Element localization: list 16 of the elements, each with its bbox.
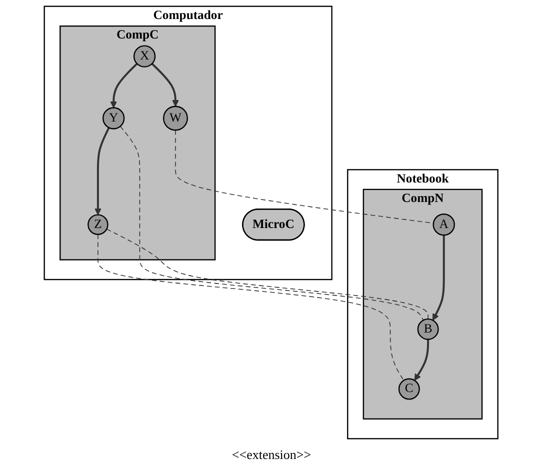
- connector: [98, 234, 405, 381]
- node-circle: B: [418, 318, 440, 340]
- node-circle: Y: [102, 107, 126, 130]
- arrow: [414, 339, 430, 381]
- node-circle: X: [134, 45, 156, 68]
- node-circle: A: [433, 214, 456, 236]
- connector: [106, 228, 429, 320]
- connector: [120, 126, 424, 321]
- arrow: [432, 235, 446, 321]
- node-circle: Z: [88, 214, 109, 235]
- arrow: [152, 62, 180, 107]
- stereotype-label: <<extension>>: [230, 446, 312, 464]
- node-circle: C: [398, 378, 420, 400]
- node-circle: W: [163, 106, 188, 131]
- arrow: [94, 127, 110, 216]
- arrow: [110, 62, 138, 108]
